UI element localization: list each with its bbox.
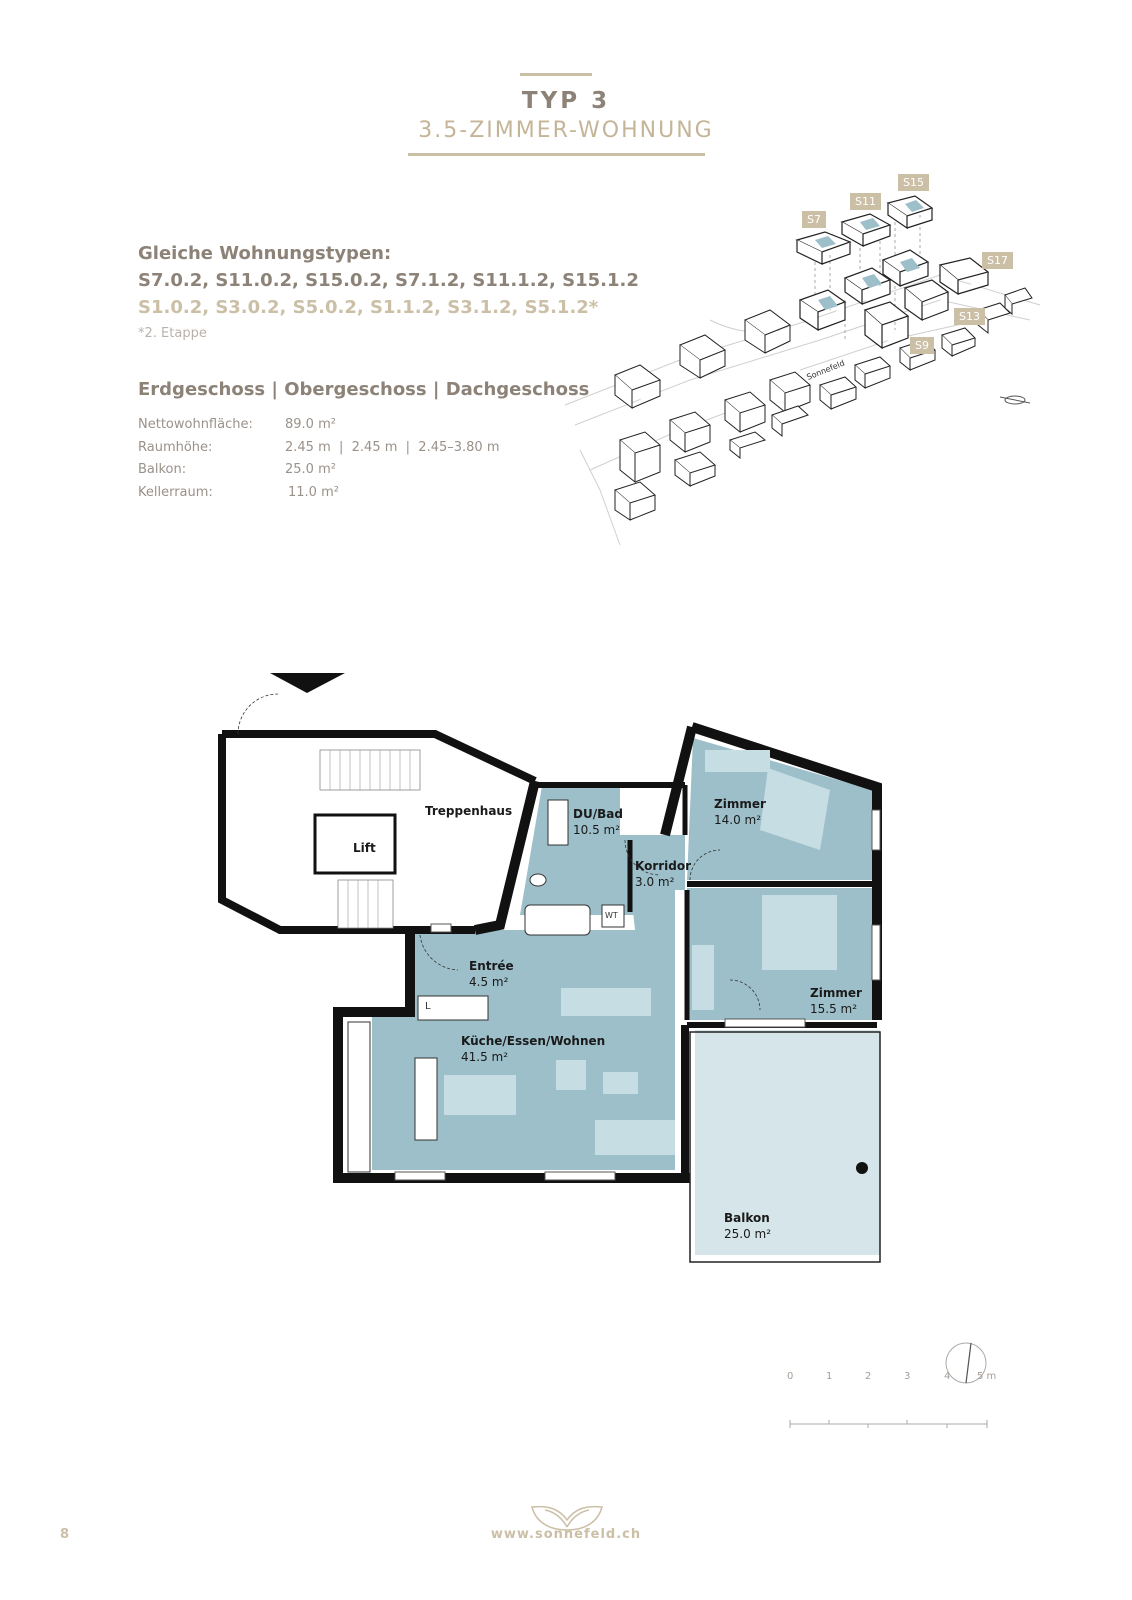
room-label-lift: Lift	[353, 841, 376, 855]
spec-value-balcony: 25.0 m²	[285, 462, 336, 477]
site-tag-s9: S9	[910, 337, 934, 354]
same-types-list-2: S1.0.2, S3.0.2, S5.0.2, S1.1.2, S3.1.2, …	[138, 297, 599, 318]
room-label-treppenhaus: Treppenhaus	[425, 804, 513, 818]
spec-value-net-area: 89.0 m²	[285, 417, 336, 432]
site-plan-drawing: Sonnefeld	[564, 195, 1041, 546]
fixture-label-l: L	[425, 1001, 431, 1012]
spec-label-balcony: Balkon:	[138, 462, 187, 477]
spec-value-cellar: 11.0 m²	[288, 485, 339, 500]
scale-tick-4: 4	[944, 1371, 951, 1382]
spec-label-room-height: Raumhöhe:	[138, 440, 213, 455]
page-title: TYP 3	[521, 88, 611, 114]
site-tag-s17: S17	[982, 252, 1013, 269]
scale-tick-2: 2	[865, 1371, 872, 1382]
scale-tick-1: 1	[826, 1371, 833, 1382]
spec-label-cellar: Kellerraum:	[138, 485, 213, 500]
title-top-rule	[520, 73, 592, 76]
same-types-list-1: S7.0.2, S11.0.2, S15.0.2, S7.1.2, S11.1.…	[138, 270, 639, 291]
scale-tick-0: 0	[787, 1371, 794, 1382]
spec-label-net-area: Nettowohnfläche:	[138, 417, 253, 432]
site-tag-s7: S7	[802, 211, 826, 228]
page-subtitle: 3.5-ZIMMER-WOHNUNG	[418, 118, 714, 143]
fixture-label-wt: WT	[605, 911, 618, 920]
floors-label: Erdgeschoss | Obergeschoss | Dachgeschos…	[138, 379, 590, 400]
page-number: 8	[60, 1527, 70, 1542]
same-types-label: Gleiche Wohnungstypen:	[138, 243, 392, 264]
site-tag-s11: S11	[850, 193, 881, 210]
site-tag-s13: S13	[954, 308, 985, 325]
spec-value-room-height: 2.45 m | 2.45 m | 2.45–3.80 m	[285, 440, 500, 455]
etappe-note: *2. Etappe	[138, 326, 207, 341]
scale-tick-5: 5 m	[977, 1371, 997, 1382]
scale-tick-3: 3	[904, 1371, 911, 1382]
title-bottom-rule	[408, 153, 705, 156]
website-link[interactable]: www.sonnefeld.ch	[490, 1527, 642, 1542]
site-tag-s15: S15	[898, 174, 929, 191]
